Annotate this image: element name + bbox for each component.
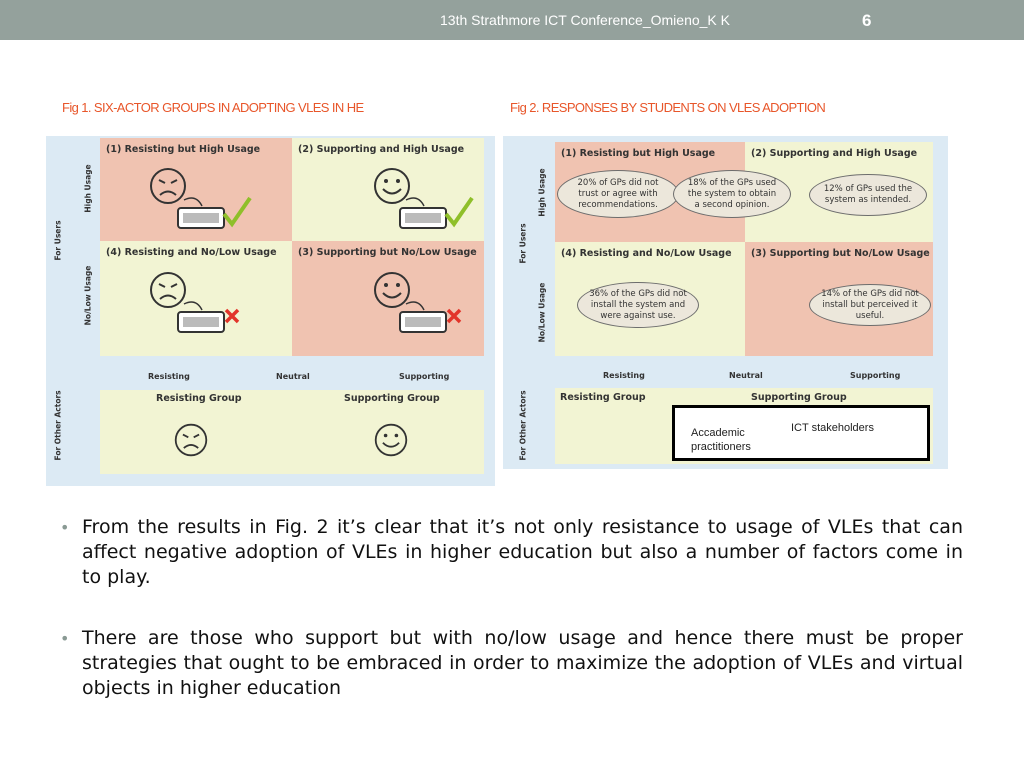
axis-label-neutral: Neutral [276, 372, 310, 381]
header-bar: 13th Strathmore ICT Conference_Omieno_K … [0, 0, 1024, 40]
bullet-list: From the results in Fig. 2 it’s clear th… [60, 515, 963, 737]
supporting-group-label: Supporting Group [344, 393, 440, 404]
quadrant-title: (1) Resisting but High Usage [561, 148, 716, 159]
bullet-item: There are those who support but with no/… [60, 626, 963, 701]
axis-label-supporting: Supporting [850, 371, 901, 380]
ict-stakeholders-label: ICT stakeholders [791, 422, 874, 434]
fig2-caption: Fig 2. RESPONSES BY STUDENTS ON VLES ADO… [510, 100, 826, 115]
quadrant-title: (1) Resisting but High Usage [106, 144, 261, 155]
quadrant-title: (3) Supporting but No/Low Usage [751, 248, 930, 259]
quadrant-title: (4) Resisting and No/Low Usage [106, 247, 277, 258]
check-icon [222, 196, 252, 228]
oval-supporting-high-usage: 12% of GPs used the system as intended. [809, 174, 927, 216]
oval-resisting-high-usage: 20% of GPs did not trust or agree with r… [557, 170, 679, 218]
resisting-group-label: Resisting Group [560, 392, 646, 403]
fig1-other-actors-panel [100, 390, 484, 474]
side-label-no-low-usage: No/Low Usage [83, 265, 93, 326]
quadrant-title: (3) Supporting but No/Low Usage [298, 247, 477, 258]
angry-face-icon [150, 272, 186, 308]
resisting-group-label: Resisting Group [156, 393, 242, 404]
cross-icon [224, 308, 240, 324]
bullet-item: From the results in Fig. 2 it’s clear th… [60, 515, 963, 590]
page-number: 6 [862, 11, 872, 30]
side-label-no-low-usage: No/Low Usage [537, 282, 547, 343]
keyboard-icon [177, 196, 252, 229]
oval-second-opinion: 18% of the GPs used the system to obtain… [673, 170, 791, 218]
side-label-for-users: For Users [518, 223, 528, 264]
axis-label-supporting: Supporting [399, 372, 450, 381]
academic-practitioners-label: Accademic practitioners [691, 427, 751, 453]
check-icon [444, 196, 474, 228]
oval-supporting-no-low-usage: 14% of the GPs did not install but perce… [809, 284, 931, 326]
side-label-for-users: For Users [53, 220, 63, 261]
fig1-caption: Fig 1. SIX-ACTOR GROUPS IN ADOPTING VLES… [62, 100, 364, 115]
side-label-high-usage: High Usage [537, 168, 547, 217]
side-label-high-usage: High Usage [83, 164, 93, 213]
quadrant-title: (2) Supporting and High Usage [751, 148, 918, 159]
angry-face-icon [174, 423, 208, 457]
quadrant-title: (4) Resisting and No/Low Usage [561, 248, 732, 259]
keyboard-icon [399, 301, 462, 333]
side-label-other-actors: For Other Actors [53, 390, 63, 461]
axis-label-neutral: Neutral [729, 371, 763, 380]
fig1-quadrant-4: (4) Resisting and No/Low Usage [100, 241, 292, 356]
stakeholders-box: Accademic practitioners ICT stakeholders [672, 405, 930, 461]
fig1-diagram: (1) Resisting but High Usage (2) Support… [46, 136, 495, 486]
smiley-face-icon [374, 168, 410, 204]
supporting-group-label: Supporting Group [751, 392, 847, 403]
keyboard-icon [177, 301, 240, 333]
side-label-other-actors: For Other Actors [518, 390, 528, 461]
keyboard-icon [399, 196, 474, 229]
oval-resisting-no-low-usage: 36% of the GPs did not install the syste… [577, 282, 699, 328]
cross-icon [446, 308, 462, 324]
quadrant-title: (2) Supporting and High Usage [298, 144, 465, 155]
axis-label-resisting: Resisting [148, 372, 190, 381]
smiley-face-icon [374, 423, 408, 457]
axis-label-resisting: Resisting [603, 371, 645, 380]
fig1-quadrant-3: (3) Supporting but No/Low Usage [292, 241, 484, 356]
smiley-face-icon [374, 272, 410, 308]
conference-title: 13th Strathmore ICT Conference_Omieno_K … [440, 12, 731, 28]
angry-face-icon [150, 168, 186, 204]
